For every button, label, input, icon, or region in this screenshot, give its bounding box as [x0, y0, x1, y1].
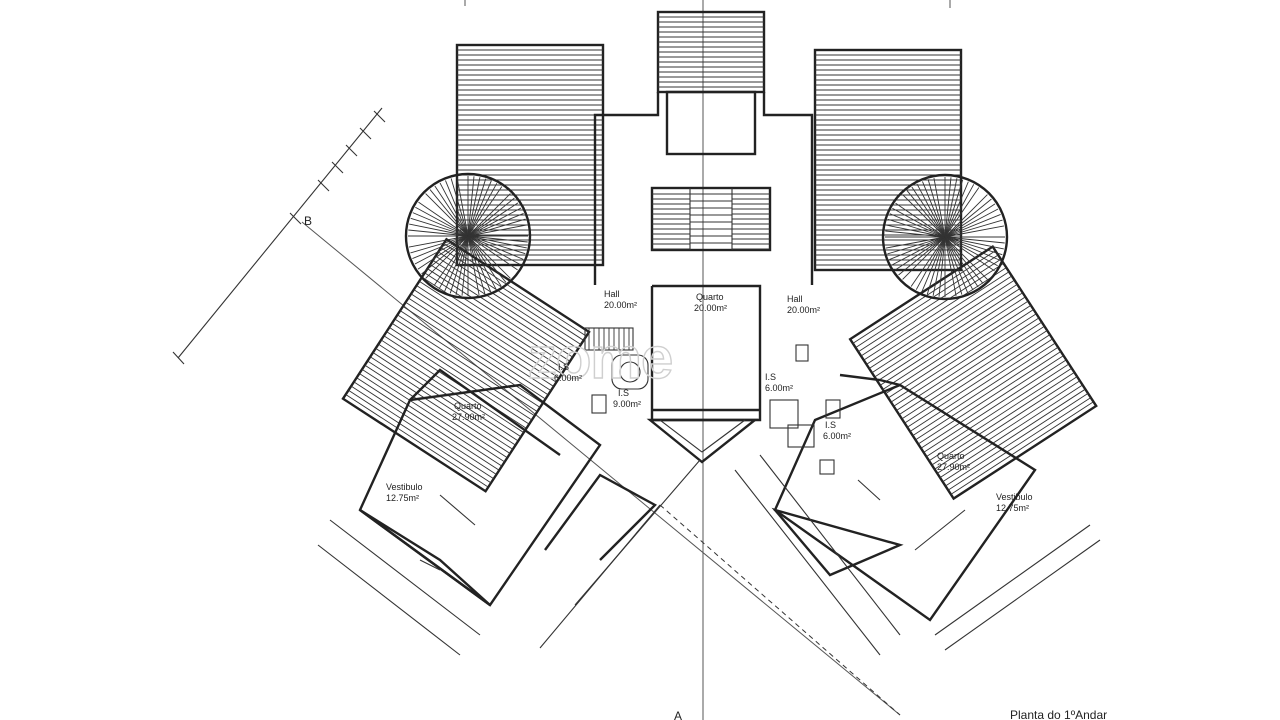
dimension-line-diagonal [172, 107, 386, 365]
room-is-right-2-name: I.S [825, 420, 836, 430]
right-wing [769, 344, 1037, 622]
central-core-walls [593, 90, 814, 464]
left-wing [358, 354, 657, 607]
room-quarto-left-area: 27.90m² [452, 412, 485, 422]
room-is-left-area: 6.00m² [554, 373, 582, 383]
room-hall-left-area: 20.00m² [604, 300, 637, 310]
section-line-b [301, 221, 901, 716]
room-is-right-name: I.S [765, 372, 776, 382]
room-vestibulo-left-name: Vestibulo [386, 482, 423, 492]
top-terrace [656, 10, 766, 94]
room-hall-left-name: Hall [604, 289, 620, 299]
staircase [650, 186, 772, 252]
room-is-left-2-name: I.S [618, 388, 629, 398]
section-line-dashed [659, 504, 901, 716]
terrace-upper-left [455, 43, 605, 267]
watermark: zome [528, 326, 672, 391]
room-quarto-center-area: 20.00m² [694, 303, 727, 313]
section-mark-a: A [674, 709, 682, 720]
plan-title: Planta do 1ºAndar [1010, 708, 1107, 720]
room-quarto-center-name: Quarto [696, 292, 724, 302]
round-pergola-left [404, 172, 532, 300]
room-is-left-2-area: 9.00m² [613, 399, 641, 409]
terrace-diagonal-left [341, 237, 591, 493]
dimension-lines-lower [317, 454, 1101, 656]
room-quarto-left-name: Quarto [454, 401, 482, 411]
room-labels: Hall 20.00m² Quarto 20.00m² Hall 20.00m²… [386, 289, 1033, 513]
room-vestibulo-right-area: 12.75m² [996, 503, 1029, 513]
room-quarto-right-area: 27.90m² [937, 462, 970, 472]
room-is-right-2-area: 6.00m² [823, 431, 851, 441]
room-vestibulo-left-area: 12.75m² [386, 493, 419, 503]
room-vestibulo-right-name: Vestibulo [996, 492, 1033, 502]
section-mark-b: B [304, 214, 312, 228]
room-hall-right-name: Hall [787, 294, 803, 304]
small-stair [584, 327, 634, 351]
terrace-diagonal-right [848, 244, 1098, 501]
room-quarto-right-name: Quarto [937, 451, 965, 461]
round-pergola-right [881, 173, 1009, 301]
room-is-left-name: I.S [558, 362, 569, 372]
room-hall-right-area: 20.00m² [787, 305, 820, 315]
room-is-right-area: 6.00m² [765, 383, 793, 393]
